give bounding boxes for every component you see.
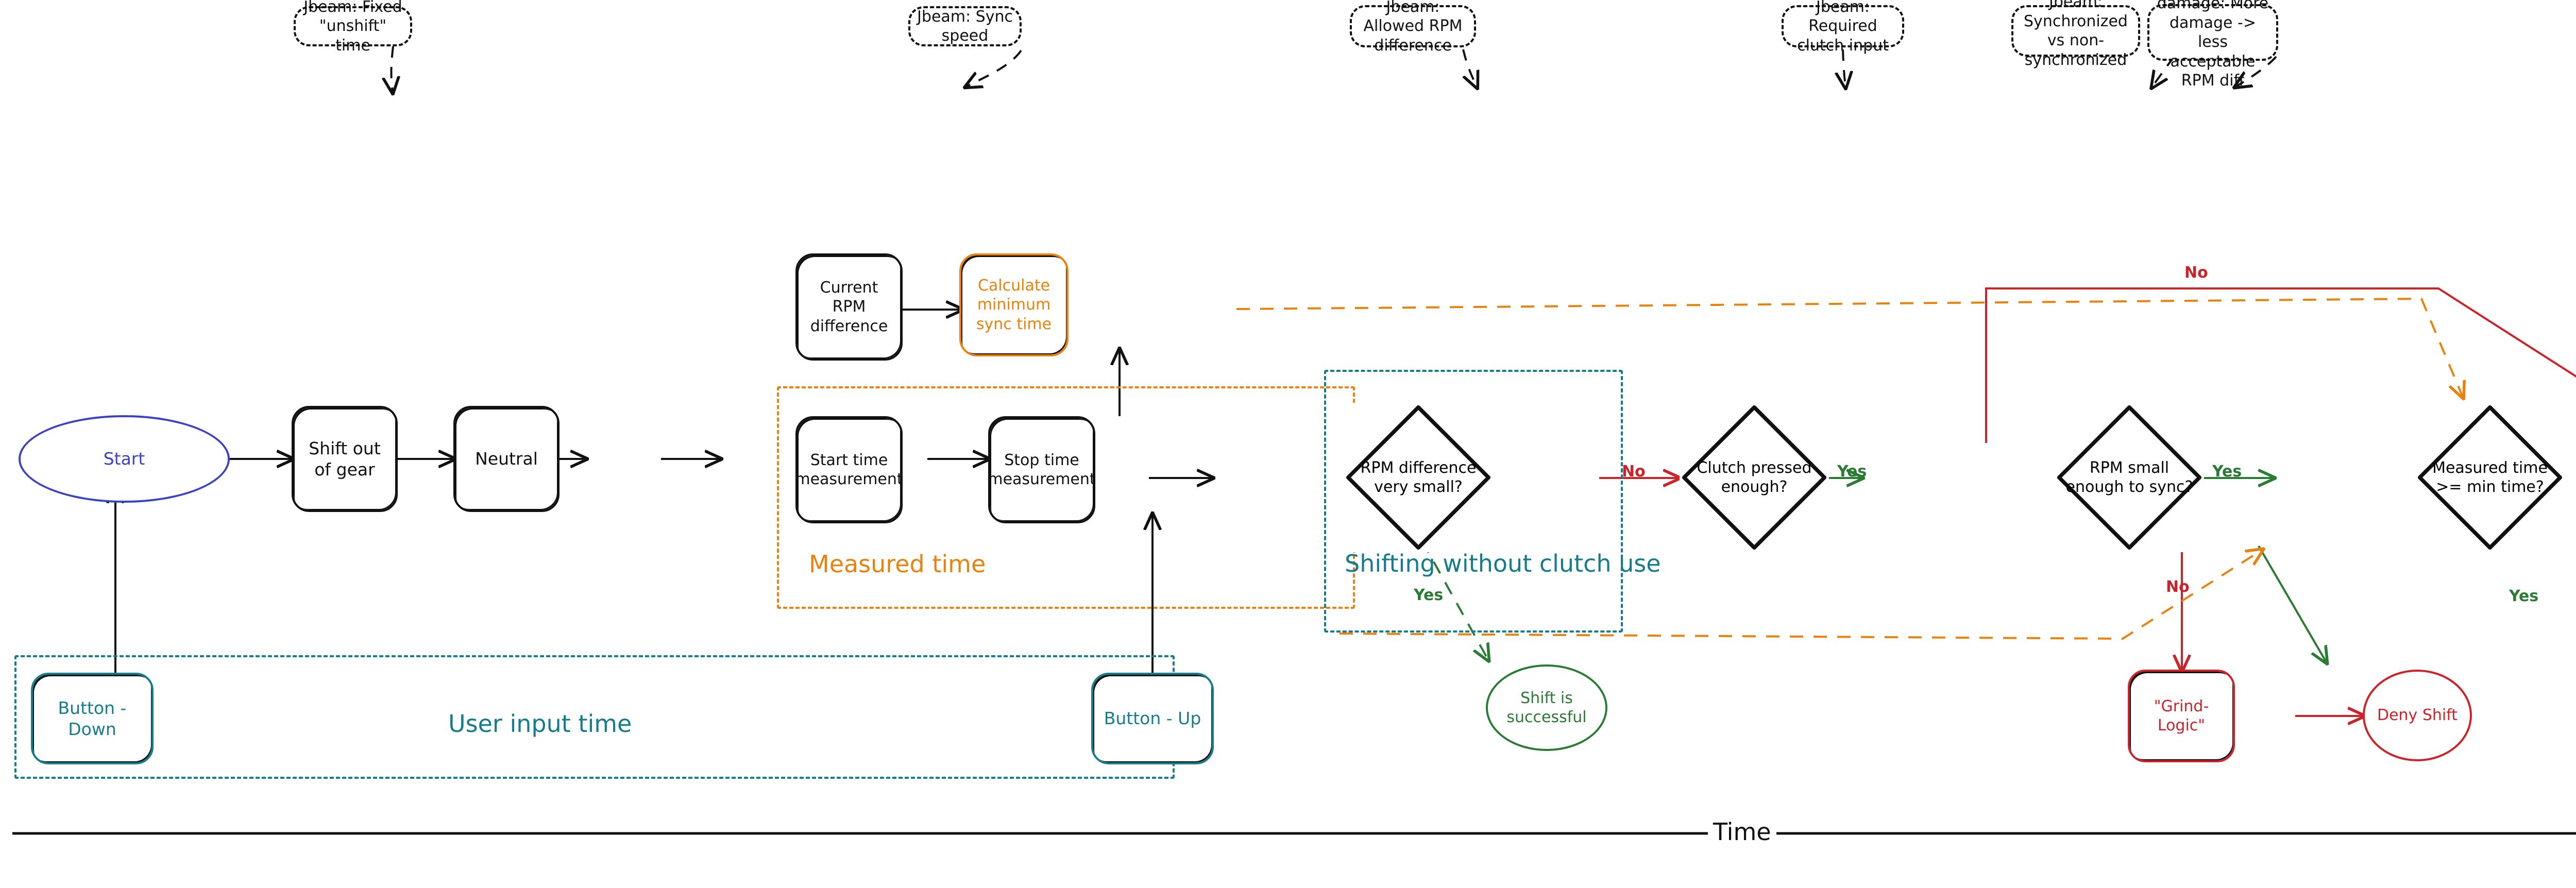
node-stop-time-measurement-label: Stop time measurement bbox=[988, 451, 1096, 489]
diamond-shape-icon bbox=[2057, 405, 2202, 550]
diamond-shape-icon bbox=[1682, 405, 1827, 550]
node-rpm-small-enough-to-sync[interactable]: RPM small enough to sync? bbox=[2055, 403, 2204, 552]
node-neutral-label: Neutral bbox=[475, 449, 538, 469]
edge-label-sync-yes: Yes bbox=[2212, 463, 2242, 481]
node-button-down[interactable]: Button - Down bbox=[31, 673, 154, 764]
edge-label-mintime-yes: Yes bbox=[2509, 587, 2539, 605]
diamond-shape-icon bbox=[2417, 405, 2563, 550]
node-start-time-measurement-label: Start time measurement bbox=[795, 451, 903, 489]
node-calculate-minimum-sync-time[interactable]: Calculate minimum sync time bbox=[959, 253, 1069, 356]
node-measured-time-ge-min-time[interactable]: Measured time >= min time? bbox=[2415, 403, 2565, 552]
note-sync-speed: Jbeam: Sync speed bbox=[908, 6, 1022, 46]
node-shift-out-of-gear-label: Shift out of gear bbox=[309, 438, 381, 480]
note-unshift: Jbeam: Fixed "unshift" time bbox=[294, 0, 412, 55]
note-clutch-input: Jbeam: Required clutch input bbox=[1782, 0, 1904, 55]
node-shift-is-successful-left[interactable]: Shift is successful bbox=[1486, 664, 1607, 751]
note-sync-speed-label: Jbeam: Sync speed bbox=[917, 7, 1013, 45]
node-button-up-label: Button - Up bbox=[1104, 708, 1201, 729]
edge-label-rpmdiff-no: No bbox=[1622, 463, 1646, 481]
note-unshift-label: Jbeam: Fixed "unshift" time bbox=[303, 0, 402, 55]
axis-label-time: Time bbox=[1708, 818, 1776, 846]
node-deny-shift[interactable]: Deny Shift bbox=[2363, 670, 2472, 761]
node-calculate-minimum-sync-time-label: Calculate minimum sync time bbox=[976, 276, 1052, 333]
diamond-shape-icon bbox=[1346, 405, 1491, 550]
note-synchro-damage: Synchro damage: More damage -> less acce… bbox=[2147, 0, 2278, 90]
note-sync-vs-nonsync-label: Jbeam: Synchronized vs non-synchronized bbox=[2024, 0, 2128, 69]
edge-label-rpmdiff-yes: Yes bbox=[1414, 586, 1444, 604]
node-measured-time-ge-min-time-label: Measured time >= min time? bbox=[2432, 458, 2548, 497]
node-rpm-difference-very-small[interactable]: RPM difference very small? bbox=[1344, 403, 1493, 552]
node-deny-shift-label: Deny Shift bbox=[2377, 706, 2458, 725]
note-allowed-rpm-label: Jbeam: Allowed RPM difference bbox=[1363, 0, 1463, 55]
node-rpm-small-enough-to-sync-label: RPM small enough to sync? bbox=[2065, 458, 2193, 497]
edge-label-clutch-no-top: No bbox=[2184, 264, 2208, 282]
node-grind-logic-center-label: "Grind-Logic" bbox=[2154, 697, 2209, 735]
node-neutral[interactable]: Neutral bbox=[453, 406, 560, 512]
edge-label-clutch-yes: Yes bbox=[1837, 463, 1867, 481]
group-shifting-without-clutch-label: Shifting without clutch use bbox=[1345, 550, 1661, 577]
group-shifting-label-text: Shifting without clutch use bbox=[1345, 550, 1661, 577]
note-sync-vs-nonsync: Jbeam: Synchronized vs non-synchronized bbox=[2011, 0, 2140, 69]
node-shift-is-successful-left-label: Shift is successful bbox=[1506, 689, 1587, 727]
node-button-down-label: Button - Down bbox=[58, 697, 127, 739]
node-current-rpm-difference[interactable]: Current RPM difference bbox=[795, 253, 903, 361]
node-start-label: Start bbox=[103, 449, 145, 469]
node-grind-logic-center[interactable]: "Grind-Logic" bbox=[2128, 670, 2235, 762]
node-start[interactable]: Start bbox=[19, 415, 230, 503]
note-synchro-damage-label: Synchro damage: More damage -> less acce… bbox=[2157, 0, 2269, 90]
node-start-time-measurement[interactable]: Start time measurement bbox=[795, 416, 903, 523]
note-clutch-input-label: Jbeam: Required clutch input bbox=[1797, 0, 1889, 55]
node-rpm-difference-very-small-label: RPM difference very small? bbox=[1360, 458, 1477, 497]
node-shift-out-of-gear[interactable]: Shift out of gear bbox=[292, 406, 398, 512]
group-user-input-time-label: User input time bbox=[448, 710, 632, 738]
group-measured-time-label: Measured time bbox=[809, 550, 986, 578]
node-current-rpm-difference-label: Current RPM difference bbox=[810, 278, 888, 335]
node-clutch-pressed-enough-label: Clutch pressed enough? bbox=[1697, 458, 1812, 497]
node-stop-time-measurement[interactable]: Stop time measurement bbox=[988, 416, 1096, 523]
node-clutch-pressed-enough[interactable]: Clutch pressed enough? bbox=[1680, 403, 1829, 552]
group-shifting-without-clutch bbox=[1324, 370, 1623, 633]
node-button-up[interactable]: Button - Up bbox=[1091, 673, 1214, 764]
edge-label-sync-no: No bbox=[2166, 578, 2190, 596]
note-allowed-rpm: Jbeam: Allowed RPM difference bbox=[1350, 0, 1476, 55]
